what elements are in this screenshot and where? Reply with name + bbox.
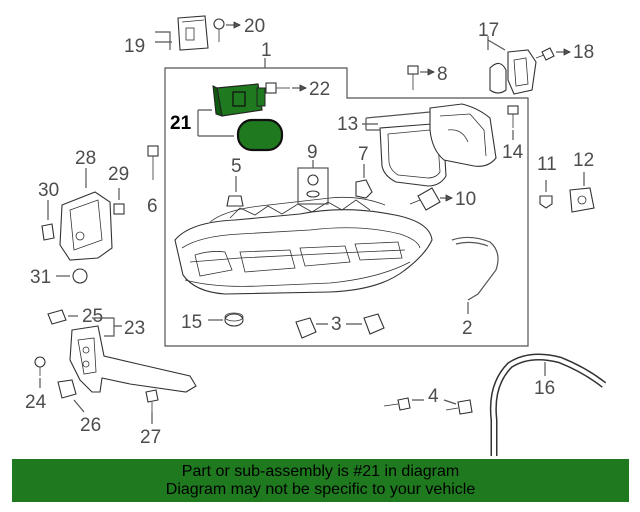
part-14-screw: [507, 105, 519, 140]
leader-line-23: [92, 317, 122, 337]
part-29-screw: [113, 188, 125, 215]
part-2-wire: [451, 236, 499, 314]
callout-18: 18: [573, 42, 594, 63]
part-20-screw: [213, 18, 240, 42]
banner-line-part-info: Part or sub-assembly is #21 in diagram: [181, 462, 460, 480]
part-19-bracket: [177, 15, 209, 51]
leader-line-4: [412, 399, 457, 405]
part-27-screw: [145, 389, 159, 424]
part-6-screw: [147, 145, 159, 180]
callout-2: 2: [462, 318, 473, 339]
part-11-clip: [539, 180, 553, 209]
leader-line-17: [487, 36, 506, 51]
callout-21: 21: [170, 113, 192, 134]
leader-line-21: [197, 109, 234, 137]
leader-line-13: [362, 111, 431, 131]
part-3-clip-left: [295, 317, 317, 339]
part-4-screw-right: [445, 399, 473, 415]
part-4-screw-left: [383, 397, 411, 411]
part-30-clip: [41, 200, 55, 241]
part-13-housing-back: [429, 103, 497, 167]
callout-6: 6: [147, 196, 158, 217]
part-25-clip: [47, 309, 78, 325]
assembly-outline-frame: [164, 67, 529, 347]
part-24-screw: [34, 356, 46, 388]
part-28-bracket: [59, 168, 113, 261]
callout-13: 13: [337, 114, 358, 135]
part-3-clip-right: [363, 313, 385, 335]
part-21-control-module: [212, 83, 266, 117]
callout-15: 15: [181, 312, 202, 333]
part-17-cover: [489, 49, 537, 95]
callout-1: 1: [261, 40, 272, 61]
callout-30: 30: [38, 180, 59, 201]
leader-arrowheads: [233, 21, 571, 202]
callout-26: 26: [80, 415, 101, 436]
headlamp-housing: [174, 196, 433, 295]
part-9-bulb: [306, 174, 320, 198]
callout-12: 12: [573, 150, 594, 171]
callout-17: 17: [478, 20, 499, 41]
callout-8: 8: [437, 64, 448, 85]
part-8-screw: [407, 65, 434, 90]
leader-line-19: [155, 31, 172, 50]
callout-5: 5: [231, 156, 242, 177]
part-26-clip: [57, 379, 85, 413]
callout-9: 9: [307, 142, 318, 163]
part-18-screw: [535, 47, 570, 61]
banner-line-disclaimer: Diagram may not be specific to your vehi…: [165, 480, 476, 498]
callout-7: 7: [358, 144, 369, 165]
callout-23: 23: [124, 318, 145, 339]
info-banner: Part or sub-assembly is #21 in diagram D…: [12, 459, 629, 502]
callout-29: 29: [108, 164, 129, 185]
callout-31: 31: [30, 267, 51, 288]
callout-4: 4: [428, 386, 439, 407]
part-21-gasket: [236, 118, 284, 152]
callout-27: 27: [140, 427, 161, 448]
callout-10: 10: [455, 189, 476, 210]
callout-25: 25: [82, 306, 103, 327]
callout-24: 24: [25, 392, 47, 413]
callout-20: 20: [244, 16, 265, 37]
part-7-socket: [355, 164, 373, 199]
callout-16: 16: [534, 378, 555, 399]
callout-28: 28: [75, 148, 96, 169]
callout-14: 14: [502, 142, 524, 163]
part-31-ring: [56, 268, 88, 284]
callout-19: 19: [124, 36, 145, 57]
callout-11: 11: [537, 154, 557, 175]
part-15-cap: [208, 312, 244, 327]
part-5-nut: [226, 176, 244, 207]
callout-22: 22: [309, 79, 330, 100]
part-12-mount: [569, 172, 595, 213]
part-16-hose: [489, 353, 607, 456]
part-23-bracket-arm: [69, 325, 197, 393]
callout-3: 3: [331, 314, 342, 335]
